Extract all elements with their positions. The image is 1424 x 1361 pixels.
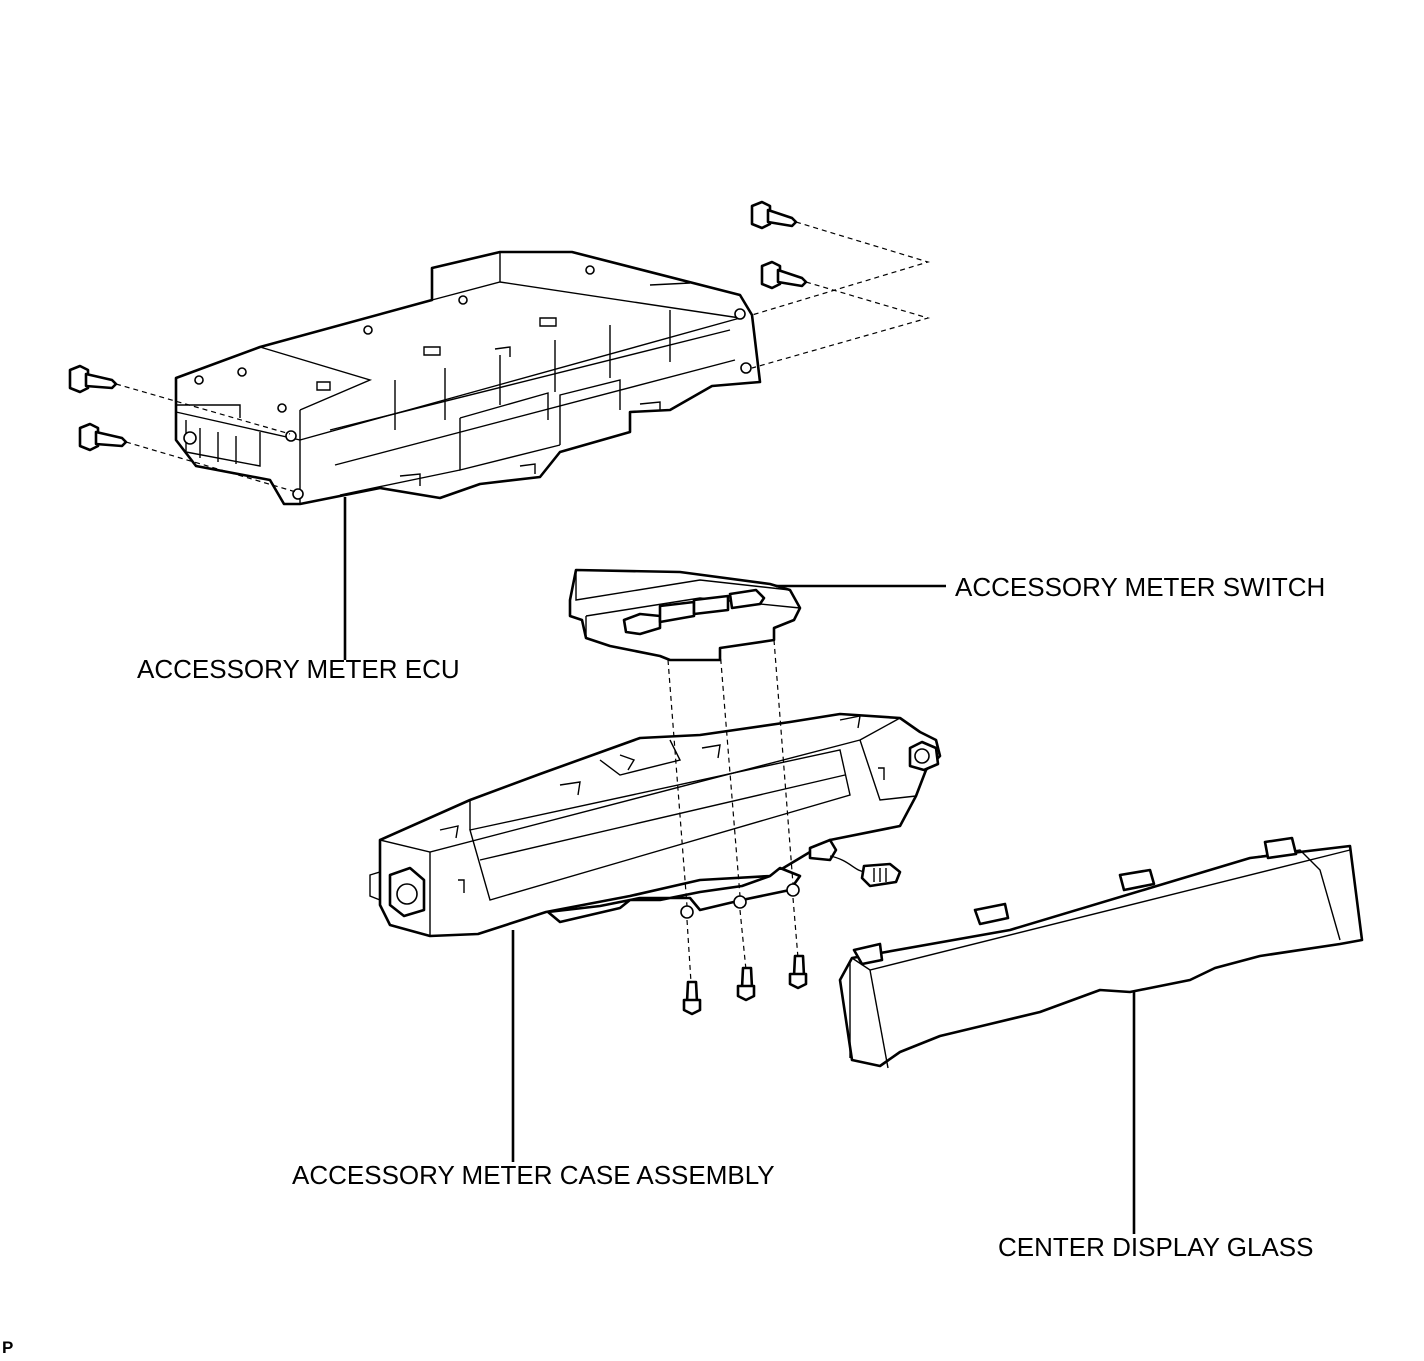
ecu-screw-guide-lines	[115, 221, 931, 493]
switch-guide-lines	[667, 639, 799, 999]
label-center-display-glass: CENTER DISPLAY GLASS	[998, 1232, 1314, 1262]
case-screw-left	[682, 980, 702, 1016]
corner-mark: P	[2, 1338, 14, 1357]
ecu-screw-left-upper	[68, 364, 118, 394]
label-accessory-meter-switch: ACCESSORY METER SWITCH	[955, 572, 1326, 602]
label-accessory-meter-ecu: ACCESSORY METER ECU	[137, 654, 460, 684]
case-screws	[682, 954, 808, 1016]
case-screw-middle	[736, 966, 756, 1002]
ecu-screw-left-lower	[78, 422, 128, 452]
ecu-screw-right-lower	[760, 260, 808, 290]
accessory-meter-ecu	[174, 250, 762, 506]
ecu-screws	[68, 200, 931, 493]
ecu-screw-right-upper	[750, 200, 798, 230]
case-screw-right	[788, 954, 808, 990]
center-display-glass	[838, 836, 1364, 1069]
label-accessory-meter-case-assembly: ACCESSORY METER CASE ASSEMBLY	[292, 1160, 775, 1190]
accessory-meter-switch	[568, 568, 802, 662]
accessory-meter-case-assembly	[369, 712, 942, 938]
